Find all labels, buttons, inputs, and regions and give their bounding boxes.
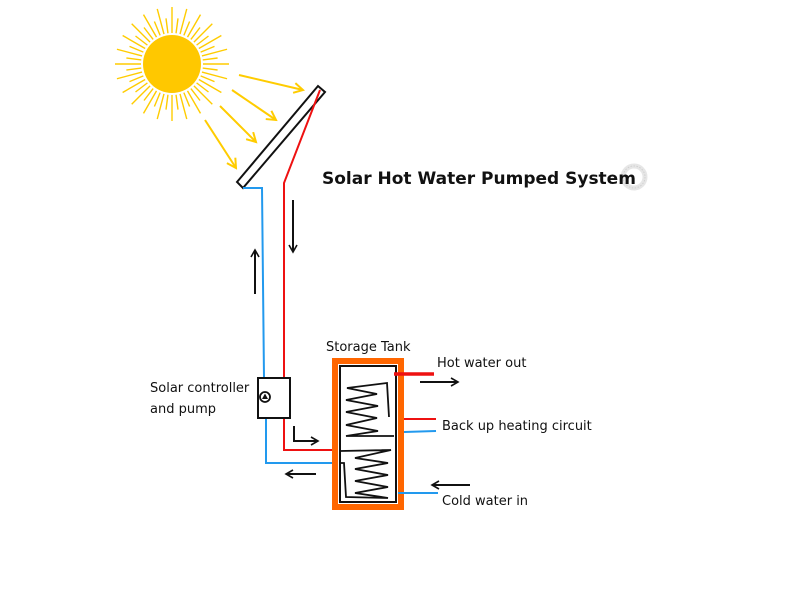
sun-ray [126, 57, 142, 61]
sunlight-arrow [238, 74, 303, 90]
flow-arrow-into-tank [293, 426, 320, 446]
sun-ray [186, 14, 202, 38]
sunlight-arrows [204, 74, 303, 168]
sun-ray [135, 82, 148, 93]
sun-ray [201, 48, 228, 57]
sun-ray [143, 27, 154, 40]
sun-ray [179, 8, 188, 35]
sun-ray [156, 8, 165, 35]
sun-ray [186, 90, 202, 114]
hot-pipe-collector-to-tank [283, 89, 321, 378]
sun-ray [165, 18, 169, 34]
cold-water-in-label: Cold water in [442, 494, 528, 509]
sun-ray [116, 71, 143, 80]
sun-ray [156, 93, 165, 120]
sun-ray [131, 85, 151, 105]
sun-ray [122, 78, 146, 94]
sun-ray [131, 23, 151, 43]
sun-ray [202, 57, 218, 61]
sun-ray [116, 48, 143, 57]
cold-pipe-return-to-collector [243, 187, 265, 379]
sunlight-arrow [231, 89, 276, 120]
controller-label-line1: Solar controller [150, 381, 250, 396]
sun-ray [135, 35, 148, 46]
loading-ring-icon [620, 163, 648, 191]
backup-heating-coil [345, 381, 394, 437]
sunlight-arrow [219, 105, 256, 142]
sun-ray [190, 27, 201, 40]
sun-ray [175, 94, 179, 110]
hot-water-out-label: Hot water out [437, 356, 526, 371]
sun-ray [202, 67, 218, 71]
sun-ray [198, 78, 222, 94]
storage-tank-wall [339, 365, 397, 503]
sun-ray [142, 90, 158, 114]
sun-ray [196, 35, 209, 46]
storage-tank-label: Storage Tank [326, 340, 411, 355]
sun-ray [193, 85, 213, 105]
sun-ray [201, 71, 228, 80]
sun-ray [126, 67, 142, 71]
pump-icon [259, 391, 271, 403]
sun-ray [196, 82, 209, 93]
controller-label-line2: and pump [150, 402, 216, 417]
sun-ray [129, 45, 144, 53]
sun-icon [115, 7, 229, 121]
sun-ray [193, 23, 213, 43]
sun-ray [183, 21, 191, 36]
sun-ray [200, 75, 215, 83]
solar-collector-panel [235, 84, 327, 190]
sun-ray [179, 93, 188, 120]
sun-ray [153, 92, 161, 107]
sun-ray [143, 88, 154, 101]
backup-heating-label: Back up heating circuit [442, 419, 592, 434]
sun-ray [129, 75, 144, 83]
sun-ray [122, 34, 146, 50]
cold-pipe-tank-to-pump [265, 418, 332, 464]
sunlight-arrow [204, 119, 236, 168]
sun-ray [142, 14, 158, 38]
sun-ray [183, 92, 191, 107]
diagram-title: Solar Hot Water Pumped System [322, 169, 636, 189]
sun-ray [175, 18, 179, 34]
sun-ray [190, 88, 201, 101]
sun-ray [153, 21, 161, 36]
backup-cold-pipe [403, 430, 437, 433]
hot-pipe-pump-to-tank [283, 418, 332, 451]
sun-ray [198, 34, 222, 50]
solar-heating-coil [339, 449, 392, 499]
sun-ray [200, 45, 215, 53]
sun-ray [165, 94, 169, 110]
